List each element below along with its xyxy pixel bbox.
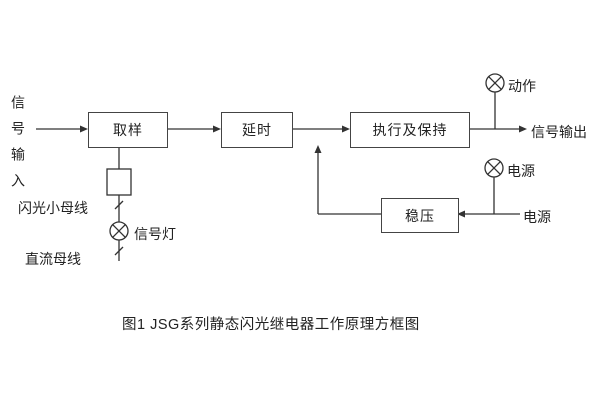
arrowhead-regulator-up (314, 145, 322, 153)
figure-caption: 图1 JSG系列静态闪光继电器工作原理方框图 (122, 317, 420, 333)
power-lamp-label: 电源 (507, 163, 535, 179)
arrowhead-sampling-delay (213, 125, 221, 133)
signal-input-label: 信号输入 (10, 95, 26, 199)
signal-lamp-label: 信号灯 (134, 226, 176, 242)
block-sampling: 取样 (88, 112, 168, 148)
block-delay: 延时 (221, 112, 293, 148)
dc-bus-label: 直流母线 (25, 251, 81, 267)
action-lamp-icon (485, 73, 505, 93)
arrowhead-delay-execute (342, 125, 350, 133)
switch-box (106, 168, 132, 196)
arrowhead-input (80, 125, 88, 133)
block-regulator: 稳压 (381, 198, 459, 233)
arrowhead-power-feed (457, 210, 465, 218)
power-lamp-icon (484, 158, 504, 178)
terminal-slash-bottom (114, 246, 124, 256)
terminal-slash-top (114, 200, 124, 210)
block-execute-hold: 执行及保持 (350, 112, 470, 148)
power-source-label: 电源 (523, 209, 551, 225)
signal-lamp-icon (109, 221, 129, 241)
flash-small-bus-label: 闪光小母线 (18, 200, 88, 216)
action-lamp-label: 动作 (508, 78, 536, 94)
signal-output-label: 信号输出 (531, 124, 587, 140)
arrowhead-output (519, 125, 527, 133)
